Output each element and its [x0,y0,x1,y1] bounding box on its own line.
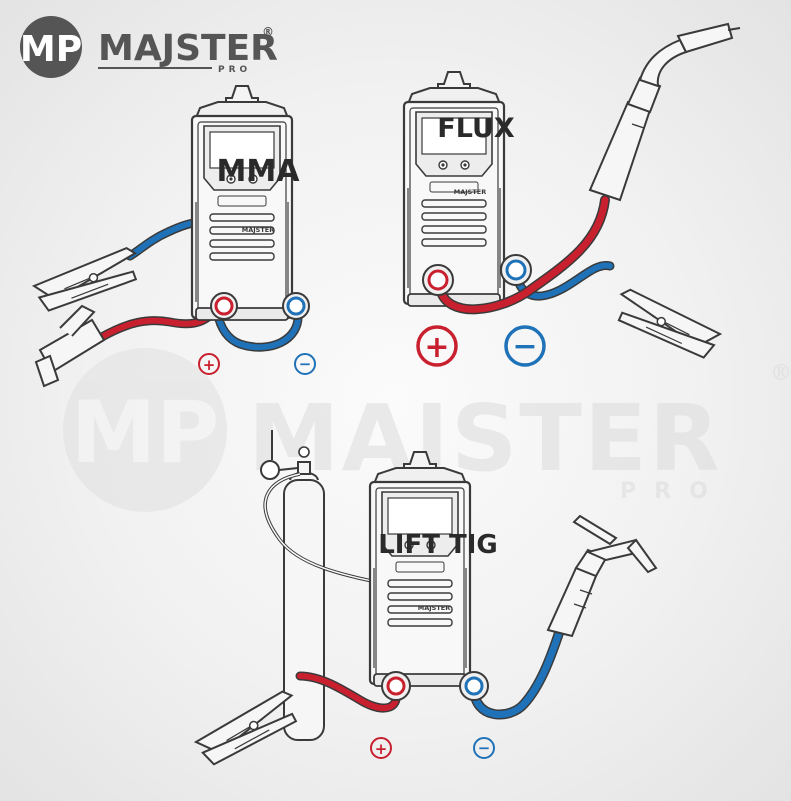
mode-label-flux: FLUX [437,113,515,144]
polarity-minus-mma: − [299,355,312,373]
polarity-plus-flux: + [424,330,449,365]
brand-logo: MP MAJSTER PRO ® [20,16,278,78]
logo-sub: PRO [218,65,251,75]
lift-tig-setup: LIFT TIG MAJSTER + − [188,430,658,769]
polarity-minus-flux: − [512,329,537,364]
panel-brand-mma: MAJSTER [242,226,274,234]
logo-mark: MP [20,29,82,70]
mma-setup: MMA MAJSTER + − [30,84,316,388]
tig-torch [546,514,658,638]
logo-registered: ® [262,25,274,39]
flux-setup: FLUX MAJSTER + − [402,22,741,367]
polarity-minus-tig: − [478,739,491,757]
ground-clamp-mma [30,246,142,313]
watermark-text: MAJSTER [248,385,722,492]
panel-brand-flux: MAJSTER [454,188,486,196]
mode-label-mma: MMA [217,154,301,189]
lift-tig-welder [368,450,472,688]
watermark-mark: MP [71,383,220,483]
mma-welder [190,84,294,322]
ground-clamp-flux [612,287,726,361]
logo-text: MAJSTER [98,28,278,69]
polarity-plus-tig: + [375,740,388,758]
watermark: MP MAJSTER PRO ® [63,348,791,512]
panel-brand-lift-tig: MAJSTER [418,604,450,612]
electrode-holder [34,304,106,388]
watermark-registered: ® [770,361,791,386]
mode-label-lift-tig: LIFT TIG [378,530,498,560]
polarity-plus-mma: + [203,356,216,374]
watermark-sub: PRO [620,479,726,504]
mig-torch [588,22,741,202]
